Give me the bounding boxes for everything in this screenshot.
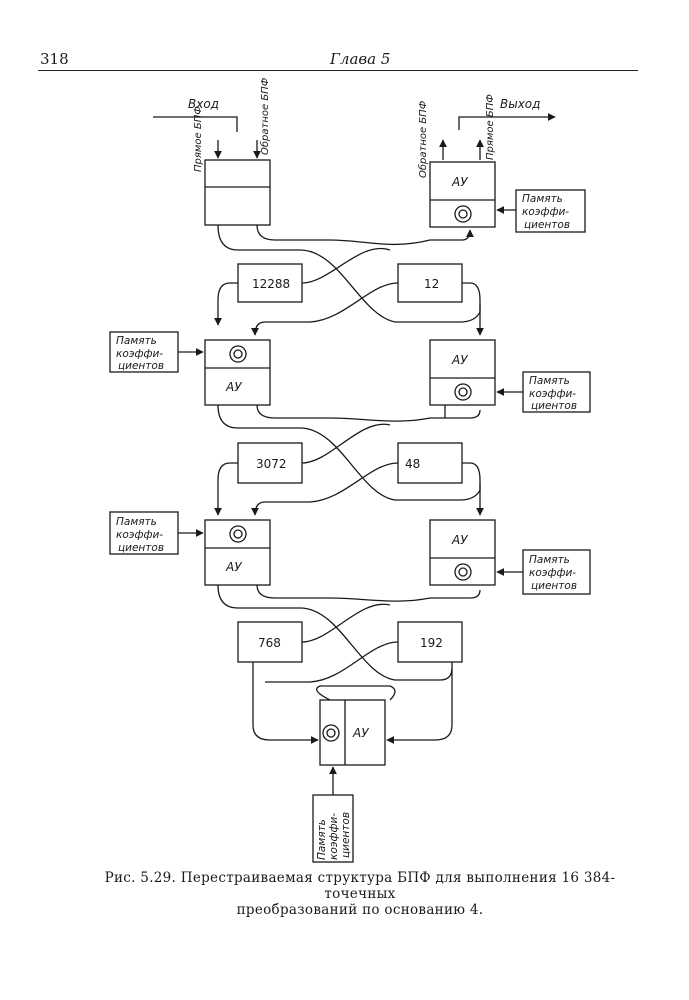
input-buffer-block [204,159,271,226]
rotation-icon [229,525,247,543]
svg-text:циентов: циентов [531,400,577,412]
svg-text:Память: Память [522,193,563,205]
output-line: Выход Обратное БПФ Прямое БПФ [417,94,556,178]
delay-3072: 3072 [256,457,287,471]
forward-fft-label-in: Прямое БПФ [193,106,204,172]
interconnect-lines [214,224,484,744]
svg-text:АУ: АУ [352,726,369,740]
svg-text:Память: Память [529,554,570,566]
svg-text:АУ: АУ [225,380,242,394]
svg-text:коэффи-: коэффи- [116,348,163,360]
au-block-2-left: АУ [204,339,271,406]
svg-text:Память: Память [116,516,157,528]
rotation-icon [454,383,472,401]
svg-text:коэффи-: коэффи- [529,388,576,400]
au-block-top-right: АУ [429,161,496,228]
forward-fft-label-out: Прямое БПФ [485,94,496,160]
header-rule [38,70,638,71]
inverse-fft-label-out: Обратное БПФ [417,100,429,178]
svg-text:АУ: АУ [225,560,242,574]
delay-12288: 12288 [252,277,290,291]
caption-line-2: преобразований по основанию 4. [236,902,484,918]
svg-text:АУ: АУ [451,533,468,547]
svg-text:циентов: циентов [118,360,164,372]
input-label: Вход [188,97,219,111]
inverse-fft-label-in: Обратное БПФ [259,77,271,155]
svg-text:Память: Память [529,375,570,387]
svg-text:АУ: АУ [451,175,468,189]
rotation-icon [229,345,247,363]
svg-text:Память: Память [116,335,157,347]
svg-text:коэффи-: коэффи- [529,567,576,579]
input-line: Вход Прямое БПФ Обратное БПФ [153,77,271,172]
au-block-bottom: АУ [319,699,386,766]
rotation-icon [322,724,340,742]
caption-line-1: Рис. 5.29. Перестраиваемая структура БПФ… [104,870,616,902]
svg-text:Память: Память [316,819,328,860]
delay-12: 12 [424,277,439,291]
delay-48: 48 [405,457,420,471]
delay-192: 192 [420,636,443,650]
chapter-title: Глава 5 [330,50,391,68]
delay-768: 768 [258,636,281,650]
svg-text:циентов: циентов [531,580,577,592]
output-label: Выход [500,97,540,111]
page-number: 318 [40,50,69,68]
rotation-icon [454,205,472,223]
svg-text:коэффи-: коэффи- [116,529,163,541]
svg-text:коэффи-: коэффи- [328,813,340,860]
au-block-3-right: АУ [429,519,496,586]
svg-text:циентов: циентов [524,219,570,231]
au-block-3-left: АУ [204,519,271,586]
svg-text:циентов: циентов [340,812,352,858]
rotation-icon [454,563,472,581]
svg-text:циентов: циентов [118,542,164,554]
svg-text:АУ: АУ [451,353,468,367]
au-block-2-right: АУ [429,339,496,406]
svg-text:коэффи-: коэффи- [522,206,569,218]
figure-caption: Рис. 5.29. Перестраиваемая структура БПФ… [70,870,650,918]
